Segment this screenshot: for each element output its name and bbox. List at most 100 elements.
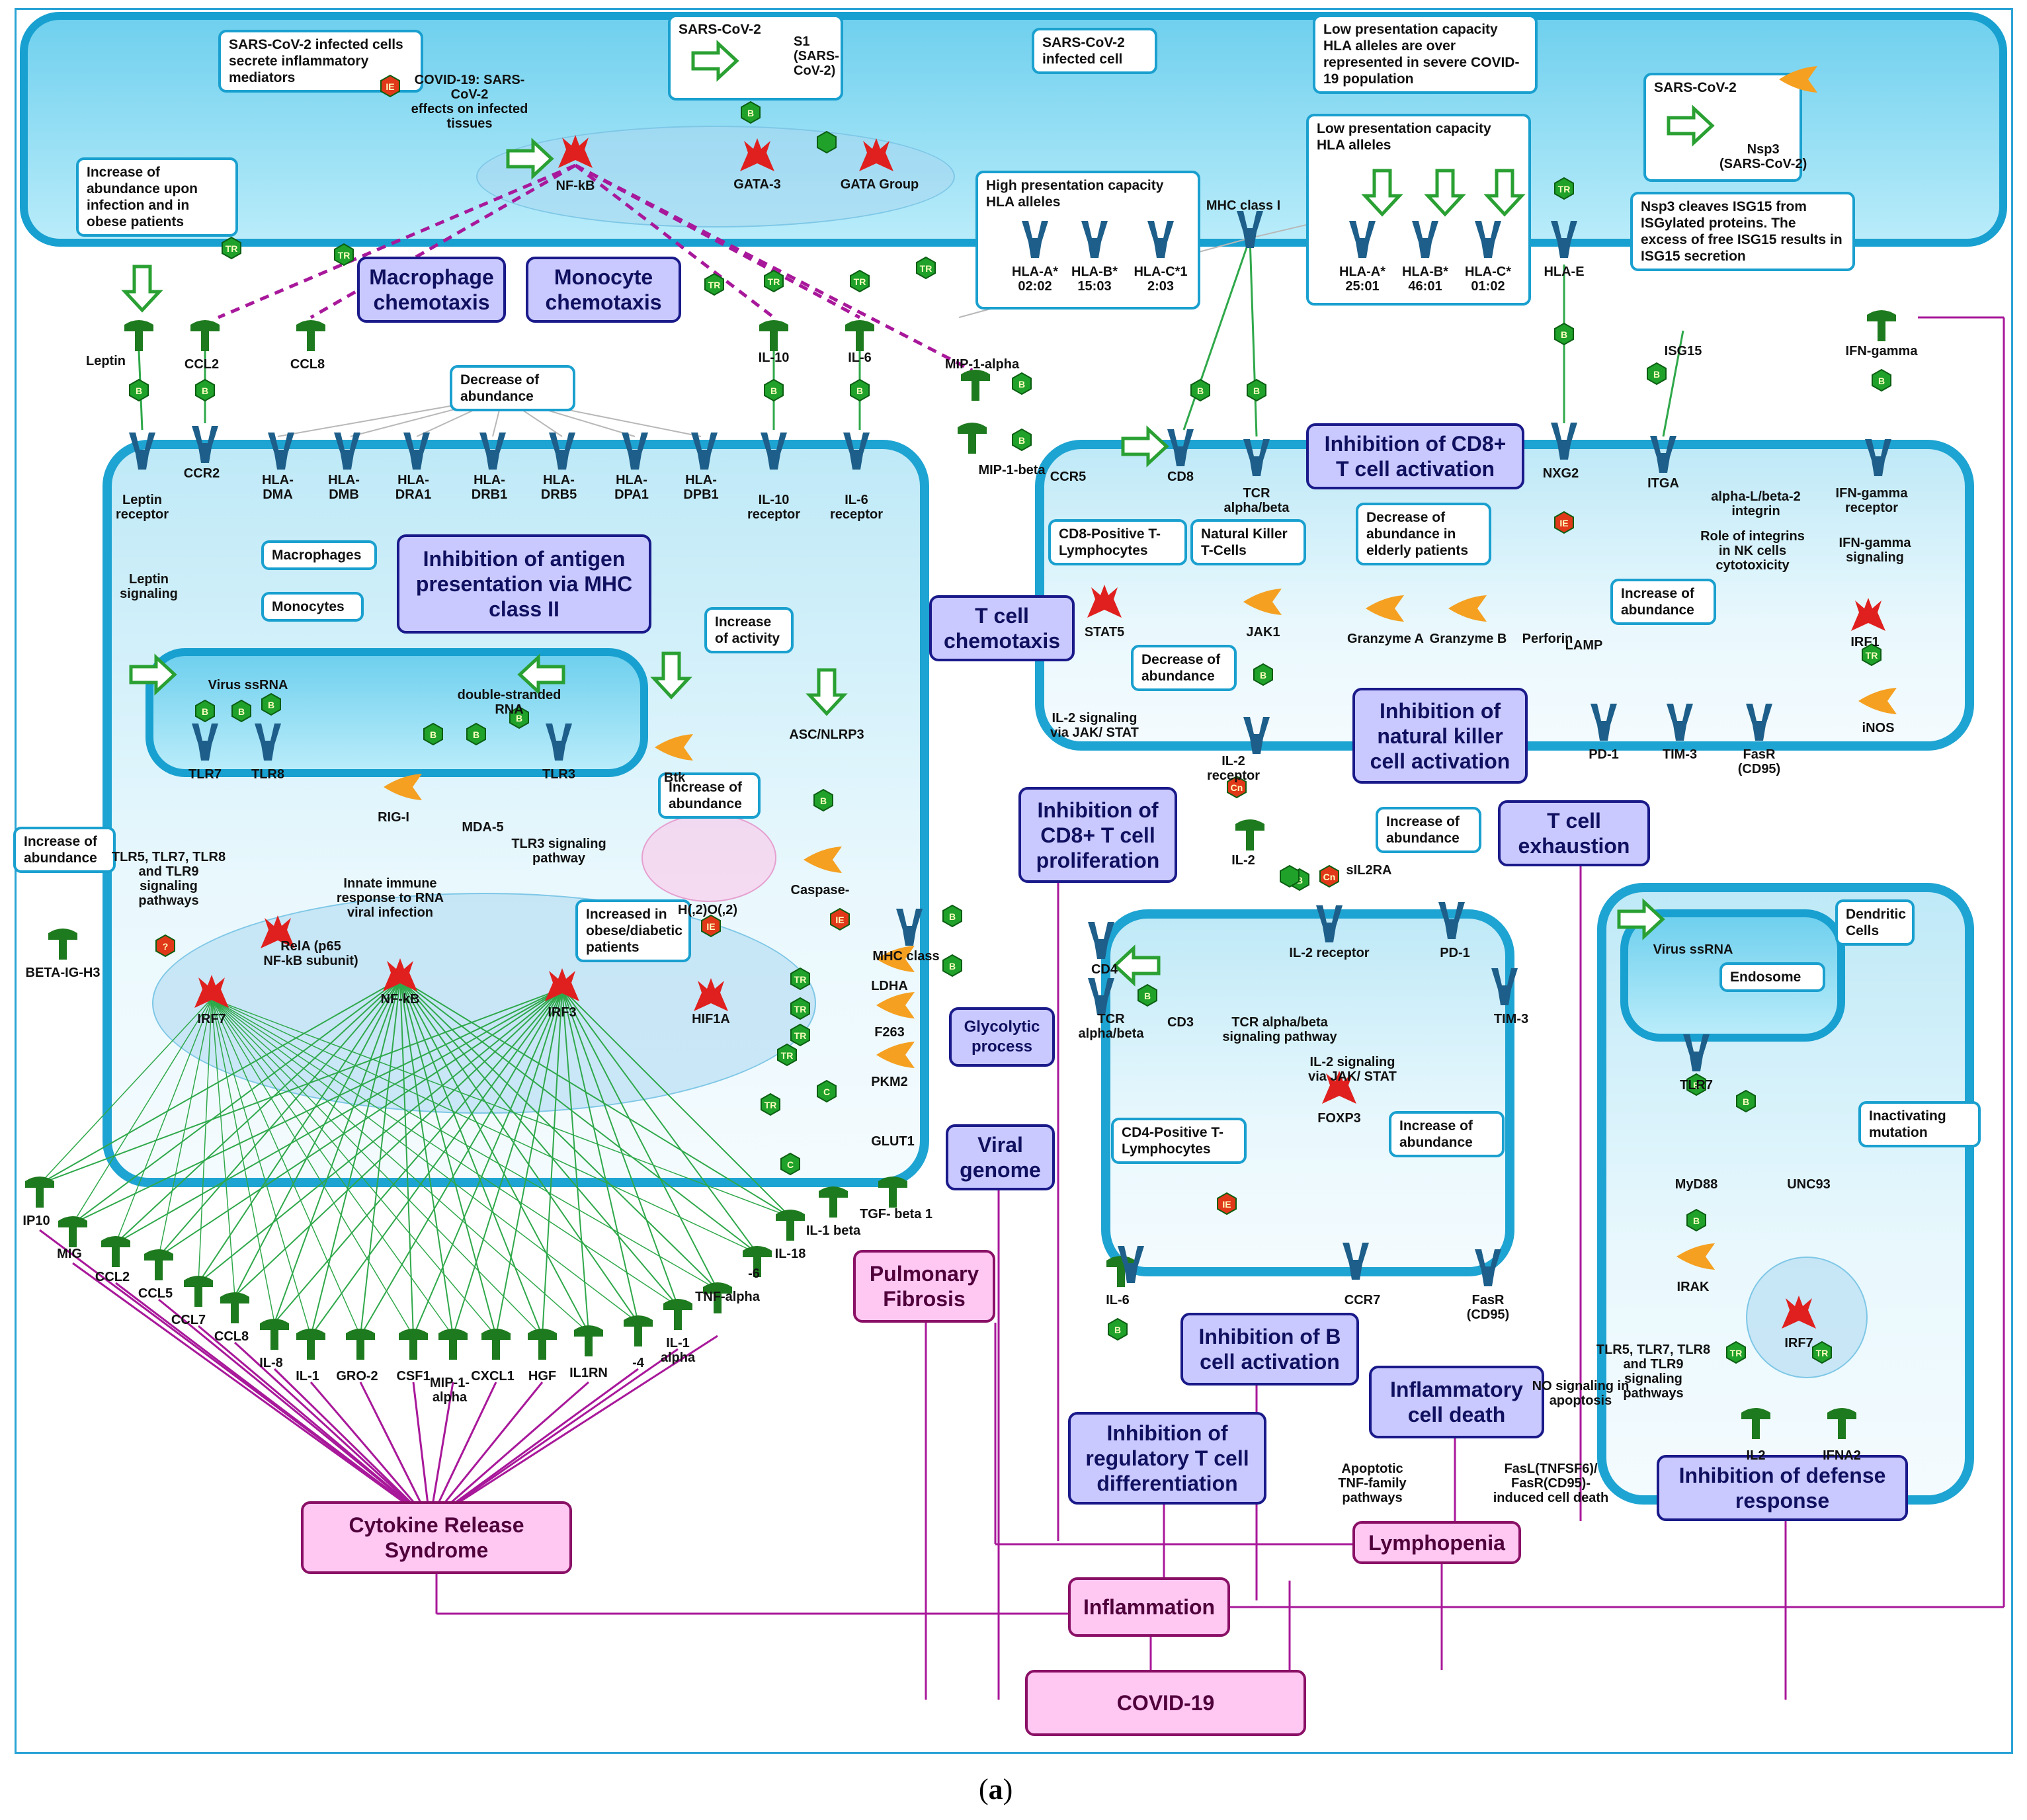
node-label-tcr-signaling[interactable]: TCR alpha/beta signaling pathway: [1222, 1015, 1337, 1044]
node-label-jak1[interactable]: JAK1: [1246, 625, 1280, 640]
process-glycolytic[interactable]: Glycolytic process: [949, 1007, 1055, 1067]
node-label-il10[interactable]: IL-10: [758, 351, 790, 365]
process-t-cell-chemotaxis[interactable]: T cell chemotaxis: [929, 595, 1075, 661]
node-label-tlr7-dc[interactable]: TLR7: [1680, 1078, 1713, 1093]
node-label-ip10[interactable]: IP10: [22, 1214, 50, 1228]
node-label-il4[interactable]: -4: [632, 1356, 644, 1370]
node-label-rig1[interactable]: RIG-I: [378, 810, 409, 825]
node-label-il2[interactable]: IL-2: [1231, 853, 1255, 868]
node-label-tlr8[interactable]: TLR8: [251, 767, 284, 782]
node-label-ds-rna[interactable]: double-stranded RNA: [457, 688, 561, 717]
node-label-hla-dpb1[interactable]: HLA- DPB1: [683, 473, 719, 502]
node-label-hla-dpa1[interactable]: HLA- DPA1: [614, 473, 649, 502]
node-label-hla-dra1[interactable]: HLA- DRA1: [395, 473, 432, 502]
node-label-mhc-class-mid[interactable]: MHC class: [872, 949, 940, 964]
node-label-nfkb-mid[interactable]: NF-kB: [380, 992, 420, 1007]
node-label-tlr3-signaling[interactable]: TLR3 signaling pathway: [511, 837, 606, 866]
process-inhibition-defense[interactable]: Inhibition of defense response: [1657, 1455, 1908, 1521]
node-label-ccl2-top[interactable]: CCL2: [184, 357, 220, 372]
process-macrophage-chemotaxis[interactable]: Macrophage chemotaxis: [357, 257, 506, 323]
node-label-granzyme-a[interactable]: Granzyme A: [1347, 632, 1424, 646]
node-label-foxp3[interactable]: FOXP3: [1317, 1111, 1361, 1126]
node-label-itga[interactable]: ITGA: [1647, 476, 1679, 491]
node-label-csf1[interactable]: CSF1: [396, 1369, 431, 1384]
node-label-pd1-2[interactable]: PD-1: [1440, 946, 1470, 960]
node-label-mip1a-top[interactable]: MIP-1-alpha: [944, 357, 1020, 372]
node-label-hla-b1503[interactable]: HLA-B* 15:03: [1071, 265, 1118, 294]
node-label-ccl8-top[interactable]: CCL8: [290, 357, 325, 372]
node-label-hif1a[interactable]: HIF1A: [692, 1012, 730, 1026]
disease-cytokine-release[interactable]: Cytokine Release Syndrome: [301, 1501, 572, 1574]
node-label-ifna2[interactable]: IFNA2: [1823, 1448, 1861, 1463]
node-label-irf3[interactable]: IRF3: [548, 1005, 577, 1020]
node-label-caspase[interactable]: Caspase-: [790, 883, 850, 897]
node-label-nxg2[interactable]: NXG2: [1542, 466, 1579, 481]
node-label-ifn-gamma-signaling[interactable]: IFN-gamma signaling: [1839, 536, 1911, 565]
node-label-ccl2-bottom[interactable]: CCL2: [95, 1270, 130, 1284]
node-label-myd88[interactable]: MyD88: [1675, 1177, 1718, 1192]
node-label-perforin[interactable]: Perforin: [1522, 632, 1573, 646]
node-label-leptin-receptor[interactable]: Leptin receptor: [115, 493, 169, 522]
node-label-il1-alpha[interactable]: IL-1 alpha: [660, 1336, 696, 1365]
node-label-tlr7[interactable]: TLR7: [188, 767, 222, 782]
node-label-covid-effects[interactable]: COVID-19: SARS-CoV-2 effects on infected…: [411, 73, 528, 131]
node-label-integrin-nk[interactable]: Role of integrins in NK cells cytotoxici…: [1700, 529, 1805, 573]
node-label-alpha-l[interactable]: alpha-L/beta-2 integrin: [1711, 489, 1801, 518]
process-monocyte-chemotaxis[interactable]: Monocyte chemotaxis: [526, 257, 681, 323]
node-label-glut1[interactable]: GLUT1: [871, 1134, 915, 1149]
node-label-innate-immune[interactable]: Innate immune response to RNA viral infe…: [336, 876, 444, 920]
node-label-tcr-ab-1[interactable]: TCR alpha/beta: [1223, 486, 1290, 515]
node-label-isg15[interactable]: ISG15: [1664, 344, 1702, 358]
process-inhibition-cd8-activation[interactable]: Inhibition of CD8+ T cell activation: [1306, 423, 1524, 489]
node-label-hla-dmb[interactable]: HLA- DMB: [328, 473, 360, 502]
node-label-beta-ig-h3[interactable]: BETA-IG-H3: [25, 966, 101, 980]
node-label-irak[interactable]: IRAK: [1676, 1280, 1710, 1294]
node-label-cd4[interactable]: CD4: [1091, 962, 1118, 977]
node-label-il1[interactable]: IL-1: [296, 1369, 319, 1384]
node-label-asc-nlrp3[interactable]: ASC/NLRP3: [789, 727, 864, 742]
node-label-hla-c0102[interactable]: HLA-C* 01:02: [1465, 265, 1511, 294]
node-label-btk[interactable]: Btk: [663, 770, 686, 785]
node-label-tgf-beta[interactable]: TGF- beta 1: [859, 1207, 932, 1221]
node-label-il8[interactable]: IL-8: [259, 1356, 283, 1370]
node-label-hla-b4601[interactable]: HLA-B* 46:01: [1402, 265, 1448, 294]
node-label-fasr-2[interactable]: FasR (CD95): [1466, 1293, 1510, 1322]
node-label-il6-bottom[interactable]: IL-6: [1106, 1293, 1130, 1307]
node-label-stat5[interactable]: STAT5: [1084, 625, 1125, 640]
node-label-fasr-1[interactable]: FasR (CD95): [1737, 747, 1781, 776]
node-label-inos[interactable]: iNOS: [1862, 721, 1895, 735]
node-label-leptin[interactable]: Leptin: [86, 354, 126, 368]
node-label-il1rn[interactable]: IL1RN: [569, 1366, 608, 1380]
node-label-cd3[interactable]: CD3: [1167, 1015, 1194, 1030]
node-label-lamp[interactable]: LAMP: [1565, 638, 1603, 653]
node-label-hla-dma[interactable]: HLA- DMA: [262, 473, 294, 502]
node-label-irf1[interactable]: IRF1: [1850, 635, 1880, 649]
node-label-il2-jakstat-2[interactable]: IL-2 signaling via JAK/ STAT: [1308, 1055, 1397, 1084]
node-label-rela[interactable]: RelA (p65 NF-kB subunit): [263, 939, 358, 968]
node-label-nfkb-top[interactable]: NF-kB: [556, 179, 595, 193]
node-label-sil2ra[interactable]: sIL2RA: [1346, 863, 1392, 878]
node-label-ccl5[interactable]: CCL5: [138, 1286, 173, 1301]
node-label-il2-dc[interactable]: IL2: [1746, 1448, 1766, 1463]
node-label-mip1b[interactable]: MIP-1-beta: [978, 463, 1046, 477]
node-label-pkm2[interactable]: PKM2: [871, 1075, 908, 1089]
node-label-granzyme-b[interactable]: Granzyme B: [1429, 632, 1507, 646]
node-label-tim3-1[interactable]: TIM-3: [1662, 747, 1698, 762]
disease-pulmonary-fibrosis[interactable]: Pulmonary Fibrosis: [853, 1250, 995, 1323]
node-label-ccr7[interactable]: CCR7: [1344, 1293, 1381, 1307]
disease-inflammation[interactable]: Inflammation: [1068, 1577, 1230, 1637]
node-label-hla-c1203[interactable]: HLA-C*1 2:03: [1134, 265, 1188, 294]
node-label-tim3-2[interactable]: TIM-3: [1493, 1012, 1529, 1026]
node-label-f263[interactable]: F263: [874, 1025, 905, 1040]
node-label-irf7-dc[interactable]: IRF7: [1784, 1336, 1813, 1350]
node-label-il18[interactable]: IL-18: [774, 1247, 806, 1261]
node-label-pd1-1[interactable]: PD-1: [1589, 747, 1619, 762]
node-label-irf7-left[interactable]: IRF7: [197, 1012, 226, 1026]
node-label-tnf-alpha[interactable]: TNF-alpha: [695, 1290, 760, 1304]
node-label-ifn-gamma[interactable]: IFN-gamma: [1845, 344, 1918, 358]
node-label-gata-group[interactable]: GATA Group: [840, 177, 919, 192]
node-label-ifn-gamma-receptor[interactable]: IFN-gamma receptor: [1835, 486, 1908, 515]
node-label-fasl[interactable]: FasL(TNFSF6)/ FasR(CD95)- induced cell d…: [1493, 1462, 1609, 1505]
node-label-hla-drb1[interactable]: HLA- DRB1: [471, 473, 508, 502]
process-inhibition-treg[interactable]: Inhibition of regulatory T cell differen…: [1068, 1412, 1266, 1505]
